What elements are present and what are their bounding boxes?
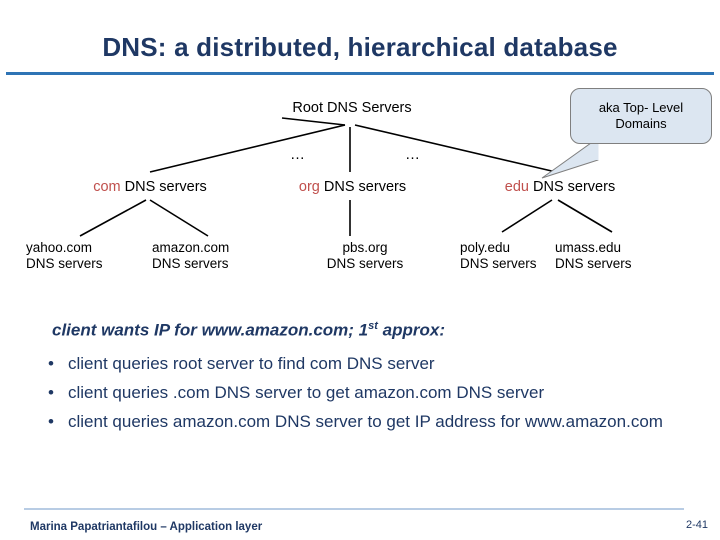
root-ellipsis-row: … … <box>290 146 420 163</box>
node-amazon-dns-servers: amazon.com DNS servers <box>152 240 277 271</box>
callout-line2: Domains <box>615 116 667 131</box>
node-com-prefix: com <box>93 179 121 195</box>
node-root-dns-servers: Root DNS Servers <box>292 100 412 116</box>
ellipsis-left: … <box>290 146 305 163</box>
node-edu-prefix: edu <box>504 179 529 195</box>
node-edu-dns-servers: edu DNS servers <box>460 179 660 196</box>
tld-callout: aka Top- Level Domains <box>570 88 712 144</box>
bullet-marker-icon: • <box>48 354 54 373</box>
page-number: 2-41 <box>686 519 709 531</box>
lead-superscript: st <box>368 320 378 332</box>
node-org-prefix: org <box>298 179 320 195</box>
footer-text: Marina Papatriantafilou – Application la… <box>30 521 263 533</box>
node-pbs-line1: pbs.org <box>342 240 388 255</box>
node-poly-line1: poly.edu <box>460 240 511 255</box>
title-divider <box>6 72 714 75</box>
node-amazon-line2: DNS servers <box>152 255 229 271</box>
node-org-dns-servers: org DNS servers <box>255 179 450 196</box>
page-title: DNS: a distributed, hierarchical databas… <box>102 32 618 62</box>
node-edu-suffix: DNS servers <box>528 179 616 195</box>
node-pbs-dns-servers: pbs.org DNS servers <box>290 240 440 271</box>
list-item-text: client queries amazon.com DNS server to … <box>68 412 663 432</box>
node-poly-line2: DNS servers <box>460 255 537 271</box>
node-umass-line2: DNS servers <box>555 255 632 271</box>
ellipsis-right: … <box>405 146 420 163</box>
callout-line1: aka Top- Level <box>598 99 684 115</box>
bullet-marker-icon: • <box>48 383 54 403</box>
node-yahoo-line2: DNS servers <box>26 255 103 271</box>
node-umass-dns-servers: umass.edu DNS servers <box>555 240 685 271</box>
node-yahoo-dns-servers: yahoo.com DNS servers <box>26 240 136 271</box>
node-yahoo-line1: yahoo.com <box>26 240 93 255</box>
bullet-marker-icon: • <box>48 412 54 432</box>
lead-post: approx: <box>377 320 445 340</box>
node-pbs-line2: DNS servers <box>326 255 404 271</box>
node-umass-line1: umass.edu <box>555 240 622 255</box>
list-item: • client queries amazon.com DNS server t… <box>38 410 678 434</box>
bullet-list: • client queries root server to find com… <box>38 352 678 439</box>
list-item: • client queries root server to find com… <box>38 352 678 376</box>
lead-statement: client wants IP for www.amazon.com; 1st … <box>52 320 445 341</box>
node-amazon-line1: amazon.com <box>152 240 230 255</box>
list-item-text: client queries root server to find com D… <box>68 354 435 373</box>
list-item-text: client queries .com DNS server to get am… <box>68 383 545 403</box>
lead-pre: client wants IP for www.amazon.com; 1 <box>52 320 369 340</box>
list-item: • client queries .com DNS server to get … <box>38 381 678 405</box>
node-org-suffix: DNS servers <box>319 179 407 195</box>
footer-divider <box>24 508 684 510</box>
node-poly-dns-servers: poly.edu DNS servers <box>460 240 570 271</box>
node-com-dns-servers: com DNS servers <box>40 179 260 196</box>
node-com-suffix: DNS servers <box>120 179 207 195</box>
